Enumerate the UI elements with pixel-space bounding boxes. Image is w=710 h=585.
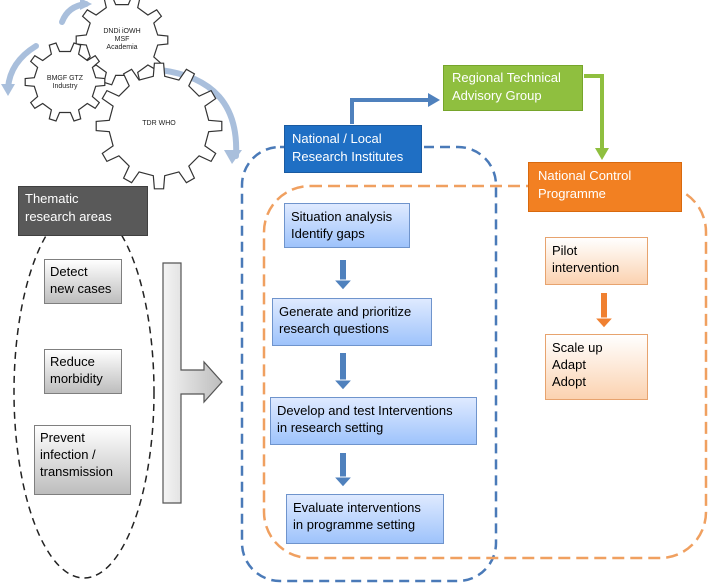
national-control-dashed-region xyxy=(262,184,708,560)
gear-label-top: DNDi iOWH MSF Academia xyxy=(103,28,141,51)
gear-arrowhead-2 xyxy=(1,84,15,96)
arrow-national-to-regional xyxy=(350,98,430,124)
thematic-dashed-ellipse xyxy=(13,205,155,579)
research-step-develop: Develop and test Interventions in resear… xyxy=(270,397,477,445)
thematic-item-prevent: Prevent infection / transmission xyxy=(34,425,131,495)
down-arrow-2-head xyxy=(332,379,354,391)
arrow-national-to-regional-head xyxy=(428,93,440,107)
down-arrow-2-shaft xyxy=(340,353,346,382)
gear-left xyxy=(24,42,106,122)
arrow-regional-to-control xyxy=(584,74,604,150)
down-arrow-3-head xyxy=(332,476,354,488)
arrow-regional-to-control-head xyxy=(595,148,609,160)
research-step-generate: Generate and prioritize research questio… xyxy=(272,298,432,346)
thematic-item-reduce: Reduce morbidity xyxy=(44,349,122,394)
gear-label-left: BMGF GTZ Industry xyxy=(46,75,84,90)
gear-arrowhead-3 xyxy=(224,150,242,164)
gear-top xyxy=(75,0,169,86)
regional-advisory-header: Regional Technical Advisory Group xyxy=(443,65,583,111)
national-local-header: National / Local Research Institutes xyxy=(284,125,422,173)
research-step-situation: Situation analysis Identify gaps xyxy=(284,203,410,248)
research-step-evaluate: Evaluate interventions in programme sett… xyxy=(286,494,444,544)
thematic-header: Thematic research areas xyxy=(18,186,148,236)
thematic-bracket-arrow xyxy=(162,262,223,504)
programme-step-scale: Scale up Adapt Adopt xyxy=(545,334,648,400)
programme-step-pilot: Pilot intervention xyxy=(545,237,648,285)
thematic-item-detect: Detect new cases xyxy=(44,259,122,304)
gears-group xyxy=(24,0,223,190)
gear-label-big: TDR WHO xyxy=(142,120,176,127)
down-arrow-programme-head xyxy=(593,317,615,329)
national-control-header: National Control Programme xyxy=(528,162,682,212)
down-arrow-programme-shaft xyxy=(601,293,607,320)
down-arrow-1-shaft xyxy=(340,260,346,282)
gear-arrowhead-1 xyxy=(80,0,92,10)
research-step-arrows xyxy=(332,260,354,488)
programme-step-arrows xyxy=(593,293,615,329)
down-arrow-3-shaft xyxy=(340,453,346,479)
gear-big xyxy=(95,62,223,190)
down-arrow-1-head xyxy=(332,279,354,291)
